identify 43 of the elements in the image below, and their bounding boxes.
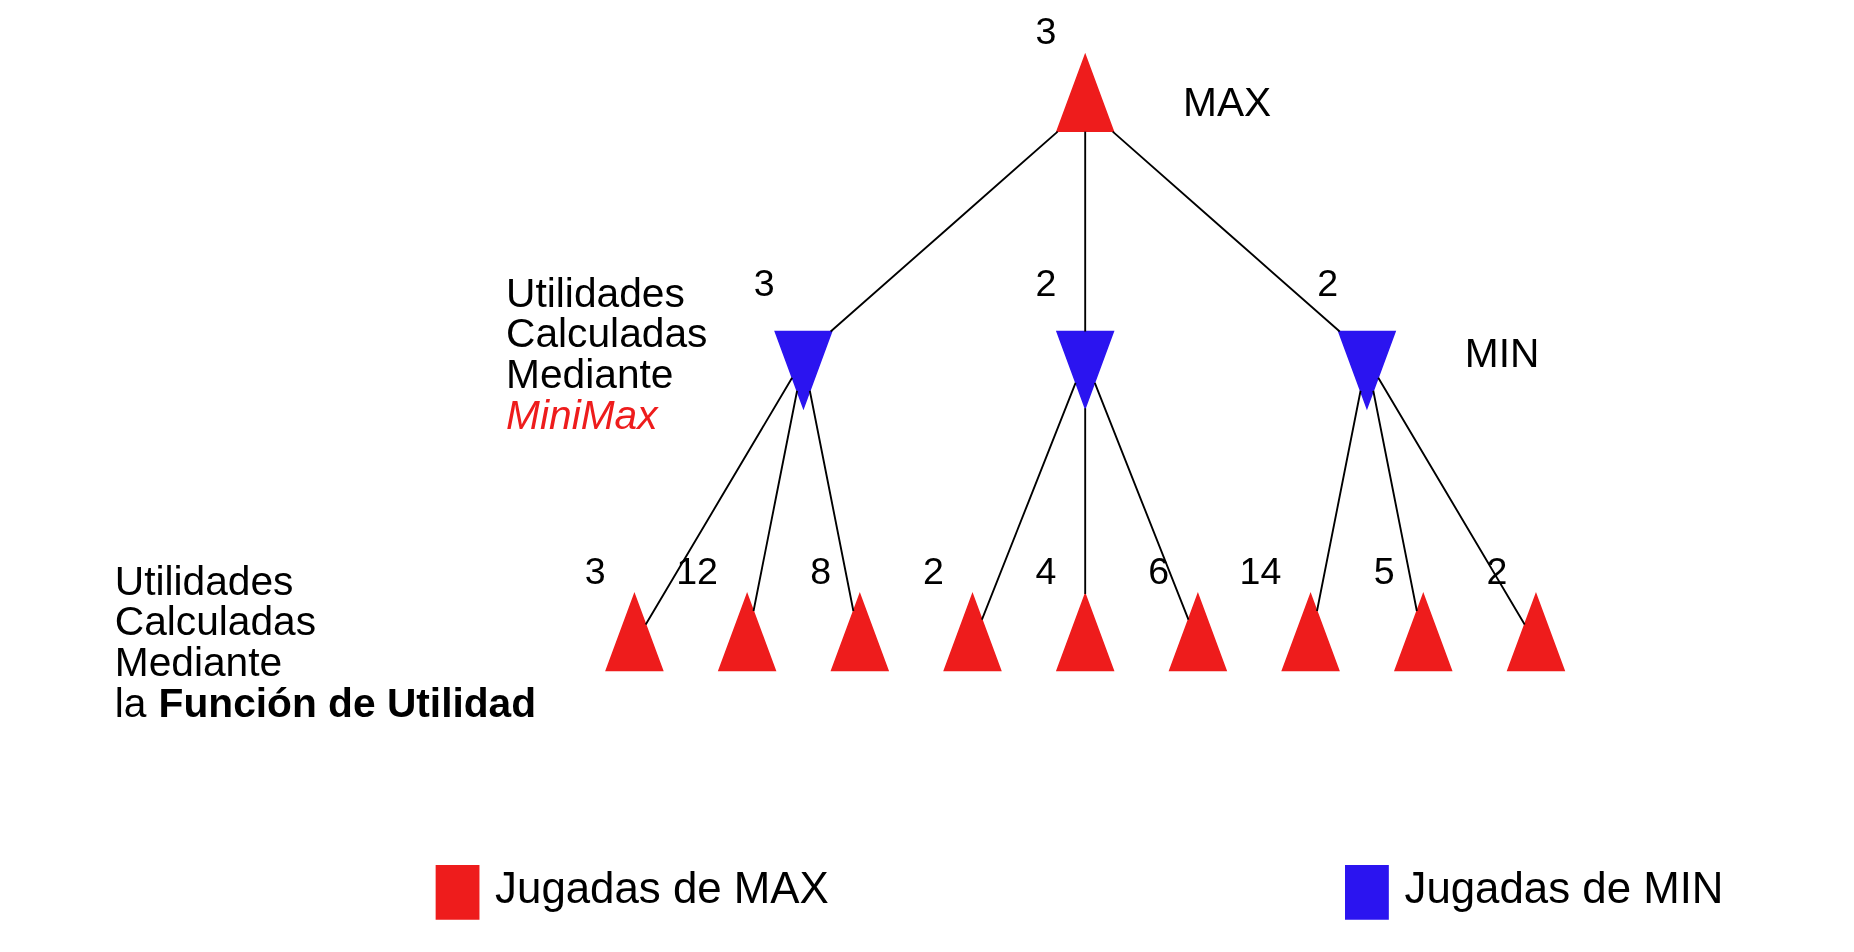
node-triangle: [604, 591, 664, 672]
connector: [1083, 407, 1086, 595]
node-label: 8: [809, 549, 831, 592]
node-label: 4: [1035, 549, 1057, 592]
connector: [644, 376, 793, 626]
node-label: 2: [1316, 261, 1338, 304]
label: Utilidades Calculadas Mediante la Función de Utilidad: [114, 557, 536, 726]
legend-label: Jugadas de MIN: [1403, 863, 1724, 913]
label: Utilidades Calculadas Mediante MiniMax: [505, 269, 707, 438]
node-label: 2: [922, 549, 944, 592]
connector: [1093, 381, 1189, 621]
node-triangle: [1055, 591, 1114, 672]
connector: [1315, 389, 1361, 612]
connector: [1376, 376, 1526, 626]
node-triangle: [1168, 591, 1227, 672]
label: MAX: [1182, 78, 1271, 125]
label: MIN: [1464, 329, 1539, 376]
node-triangle: [830, 591, 889, 672]
node-label: 3: [584, 549, 606, 592]
node-label: 5: [1373, 549, 1395, 592]
legend-label: Jugadas de MAX: [494, 863, 829, 913]
node-label: 12: [675, 549, 718, 592]
connector: [1083, 130, 1086, 333]
node-label: 2: [1035, 261, 1057, 304]
node-inverted-triangle: [773, 330, 833, 411]
node-triangle: [1280, 591, 1340, 672]
node-label: 6: [1147, 549, 1169, 592]
node-triangle: [717, 591, 776, 672]
node-label: 14: [1239, 549, 1281, 592]
connector: [1371, 389, 1418, 612]
connector: [1111, 130, 1341, 333]
connector: [808, 389, 854, 612]
connector: [980, 381, 1076, 621]
connector: [752, 389, 798, 612]
node-triangle: [1506, 591, 1565, 672]
node-label: 3: [753, 261, 775, 304]
node-label: 3: [1035, 10, 1057, 53]
connector: [829, 130, 1059, 333]
node-inverted-triangle: [1055, 330, 1114, 411]
node-triangle: [1393, 591, 1453, 672]
node-inverted-triangle: [1337, 330, 1396, 411]
node-triangle: [942, 591, 1002, 672]
node-triangle: [1055, 52, 1114, 133]
